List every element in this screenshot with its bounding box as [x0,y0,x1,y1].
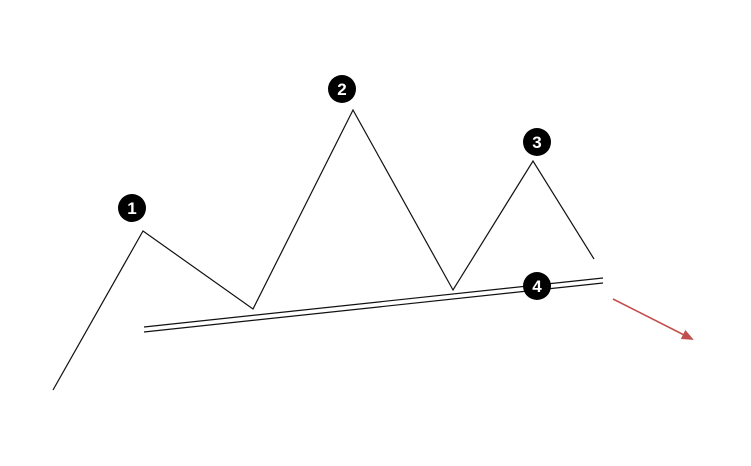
price-path [52,108,595,391]
arrow-down-right-icon [612,298,694,340]
marker-left-shoulder: 1 [118,194,146,222]
marker-label: 1 [127,199,136,218]
marker-label: 4 [532,277,542,296]
marker-label: 3 [532,133,541,152]
marker-right-shoulder: 3 [523,128,551,156]
marker-badge [523,272,551,300]
marker-head: 2 [328,75,356,103]
marker-neckline: 4 [523,272,551,300]
marker-badge [328,75,356,103]
marker-badge [118,194,146,222]
marker-badge [523,128,551,156]
marker-label: 2 [337,80,346,99]
